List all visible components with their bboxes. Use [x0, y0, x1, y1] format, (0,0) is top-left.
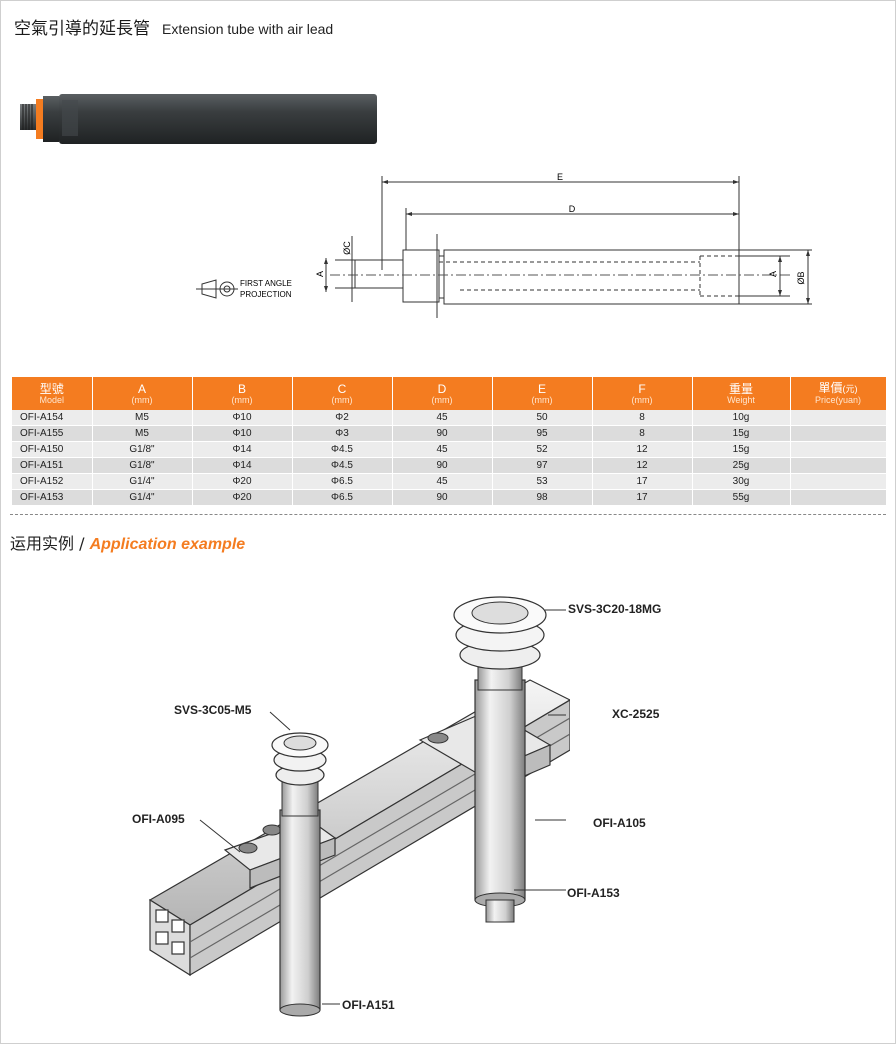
label-xc-2525: XC-2525: [612, 707, 660, 721]
dim-d-label: D: [569, 204, 576, 214]
th-b: B(mm): [192, 377, 293, 410]
label-ofi-a153: OFI-A153: [567, 886, 620, 900]
extension-tube-photo: [20, 94, 377, 144]
projection-label-1: FIRST ANGLE: [240, 279, 292, 288]
th-a: A(mm): [92, 377, 193, 410]
th-e: E(mm): [492, 377, 593, 410]
label-ofi-a095: OFI-A095: [132, 812, 185, 826]
dim-e-label: E: [557, 172, 563, 182]
label-svs-3c05-m5: SVS-3C05-M5: [174, 703, 252, 717]
dimension-drawing: E D ØC A A ØB FIRST ANGLE PROJECTION: [196, 172, 812, 318]
dim-a-right-label: A: [768, 271, 778, 277]
dim-c-label: ØC: [342, 241, 352, 255]
dim-a-left-label: A: [315, 271, 325, 277]
page-title: 空氣引導的延長管 Extension tube with air lead: [14, 14, 333, 39]
first-angle-projection-icon: [196, 279, 238, 299]
label-ofi-a105: OFI-A105: [593, 816, 646, 830]
title-cn: 空氣引導的延長管: [14, 19, 150, 39]
th-c: C(mm): [292, 377, 393, 410]
application-assembly-illustration: [148, 596, 570, 1017]
th-d: D(mm): [392, 377, 493, 410]
application-title-en: Application example: [89, 536, 246, 553]
projection-label-2: PROJECTION: [240, 290, 292, 299]
label-ofi-a151: OFI-A151: [342, 998, 395, 1012]
title-en: Extension tube with air lead: [162, 21, 334, 37]
dim-b-label: ØB: [796, 271, 806, 284]
th-price: 單價(元)Price(yuan): [790, 377, 887, 410]
section-divider: [10, 514, 886, 515]
application-title: 运用实例 / Application example: [10, 534, 246, 553]
th-f: F(mm): [592, 377, 693, 410]
label-svs-3c20-18mg: SVS-3C20-18MG: [568, 602, 662, 616]
